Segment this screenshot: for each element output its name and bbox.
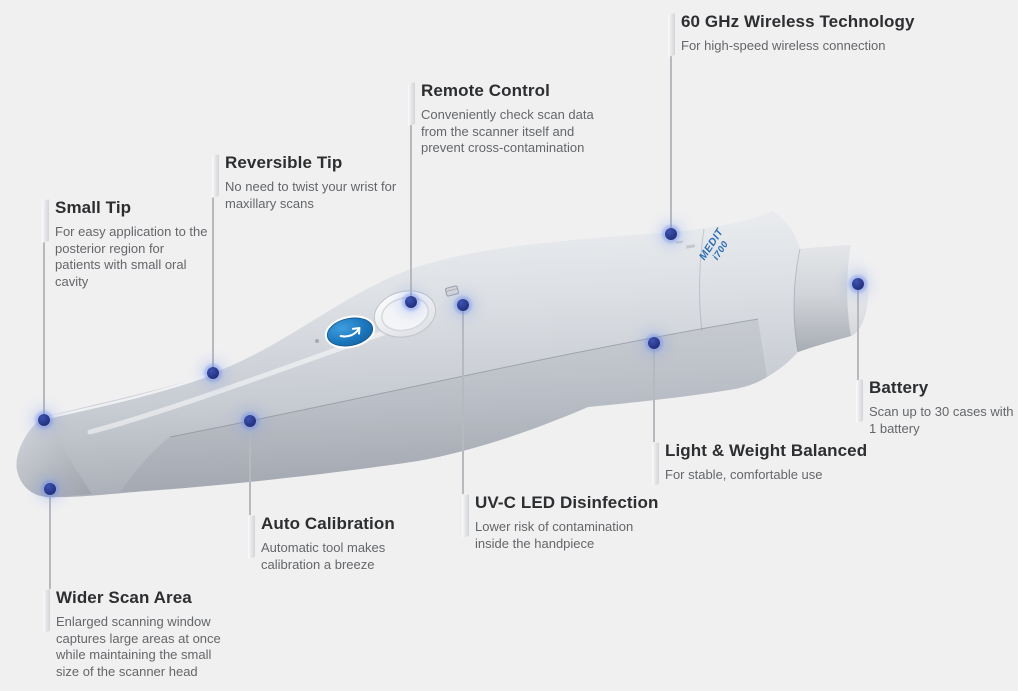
connector-line-wireless <box>670 54 672 230</box>
callout-wireless: 60 GHz Wireless Technology For high-spee… <box>668 11 968 57</box>
callout-description: No need to twist your wrist for maxillar… <box>225 179 397 211</box>
callout-wider-scan-area: Wider Scan Area Enlarged scanning window… <box>43 587 236 680</box>
callout-title: 60 GHz Wireless Technology <box>681 12 915 31</box>
callout-description: Scan up to 30 cases with 1 battery <box>869 404 1014 436</box>
callout-ribbon <box>212 154 219 198</box>
feature-dot-light <box>648 337 660 349</box>
callout-description: Lower risk of contamination inside the h… <box>475 519 634 551</box>
connector-line-wider <box>49 493 51 589</box>
scanner-body-shading <box>120 319 767 492</box>
feature-dot-battery <box>852 278 864 290</box>
feature-dot-uvc <box>457 299 469 311</box>
callout-ribbon <box>42 199 49 243</box>
callout-battery: Battery Scan up to 30 cases with 1 batte… <box>856 377 1018 437</box>
callout-title: Wider Scan Area <box>56 588 192 607</box>
callout-ribbon <box>43 589 50 633</box>
connector-line-light <box>653 347 655 442</box>
status-led <box>315 339 319 343</box>
battery-junction-seam <box>793 248 801 353</box>
callout-title: Small Tip <box>55 198 132 217</box>
callout-ribbon <box>652 442 659 486</box>
callout-description: Automatic tool makes calibration a breez… <box>261 540 386 572</box>
callout-title: Light & Weight Balanced <box>665 441 868 460</box>
callout-small-tip: Small Tip For easy application to the po… <box>42 197 213 290</box>
callout-ribbon <box>462 494 469 538</box>
body-highlight <box>87 317 423 435</box>
connector-line-uvc <box>462 309 464 494</box>
feature-dot-reversible <box>207 367 219 379</box>
scanner-tip <box>16 417 92 497</box>
feature-dot-wireless <box>665 228 677 240</box>
callout-title: Remote Control <box>421 81 550 100</box>
connector-line-auto-cal <box>249 425 251 515</box>
callout-light-weight: Light & Weight Balanced For stable, comf… <box>652 440 882 486</box>
callout-description: For high-speed wireless connection <box>681 38 886 53</box>
feature-dot-remote <box>405 296 417 308</box>
callout-ribbon <box>856 379 863 423</box>
scan-button <box>324 315 376 349</box>
callout-reversible: Reversible Tip No need to twist your wri… <box>212 152 417 212</box>
scanner-body <box>16 211 868 498</box>
callout-remote: Remote Control Conveniently check scan d… <box>408 80 603 157</box>
tip-ridge-highlight <box>44 372 214 420</box>
callout-ribbon <box>248 515 255 559</box>
feature-dot-wider <box>44 483 56 495</box>
connector-line-reversible <box>212 195 214 369</box>
callout-description: For easy application to the posterior re… <box>55 224 208 289</box>
remote-touch-button <box>373 290 437 338</box>
callout-ribbon <box>668 13 675 57</box>
rear-cap-seam <box>699 228 705 332</box>
connector-line-remote <box>410 123 412 298</box>
feature-dot-auto-cal <box>244 415 256 427</box>
uvc-indicator-icon <box>445 285 459 297</box>
callout-ribbon <box>408 82 415 126</box>
battery-section <box>793 245 868 352</box>
callout-description: For stable, comfortable use <box>665 467 823 482</box>
connector-line-small-tip <box>43 240 45 416</box>
callout-description: Enlarged scanning window captures large … <box>56 614 221 679</box>
callout-auto-calibration: Auto Calibration Automatic tool makes ca… <box>248 513 445 573</box>
regulatory-marking <box>675 240 696 249</box>
callout-title: Reversible Tip <box>225 153 343 172</box>
callout-description: Conveniently check scan data from the sc… <box>421 107 594 155</box>
callout-title: Battery <box>869 378 929 397</box>
callout-uvc: UV-C LED Disinfection Lower risk of cont… <box>462 492 659 552</box>
feature-dot-small-tip <box>38 414 50 426</box>
callout-title: UV-C LED Disinfection <box>475 493 659 512</box>
connector-line-battery <box>857 288 859 380</box>
callout-title: Auto Calibration <box>261 514 395 533</box>
scan-button-arrow-icon <box>339 326 361 338</box>
